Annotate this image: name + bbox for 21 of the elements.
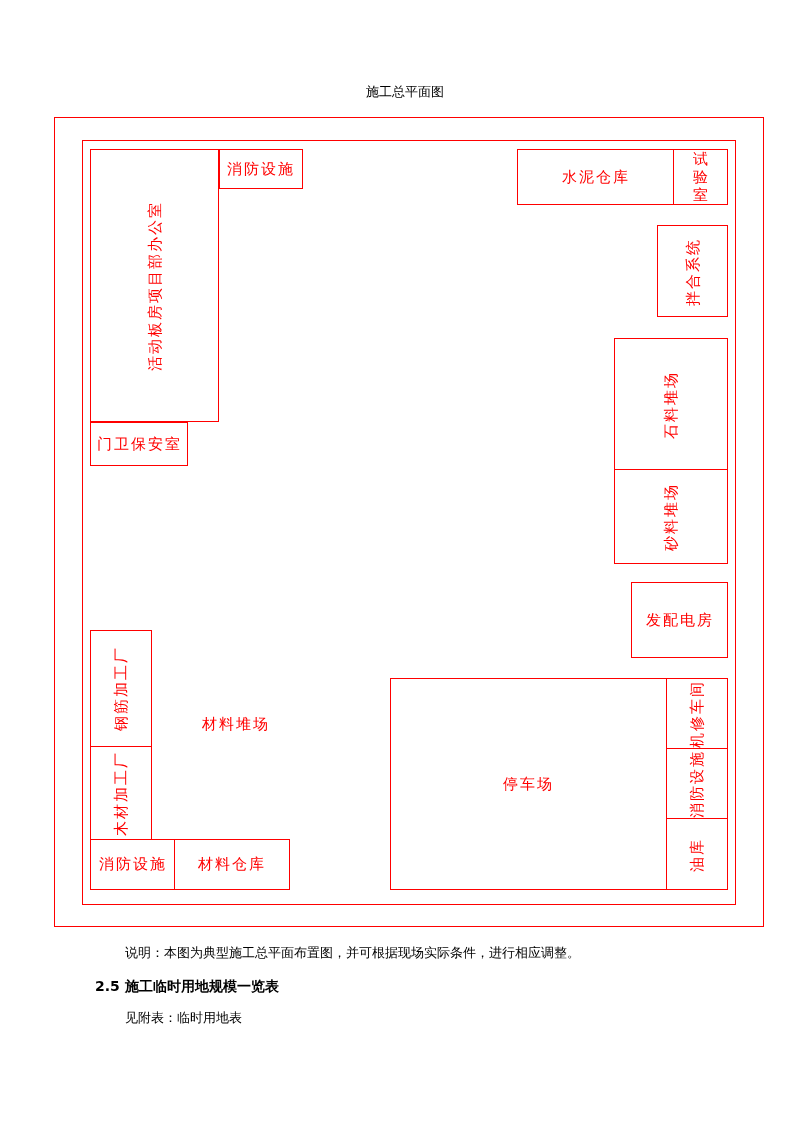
facility-area: 钢筋加工厂 (90, 630, 152, 747)
facility-area: 石料堆场 (614, 338, 728, 470)
facility-area: 水泥仓库 (517, 149, 674, 205)
facility-area: 活动板房项目部办公室 (90, 149, 219, 422)
facility-area: 试验室 (673, 149, 728, 205)
facility-area: 材料仓库 (174, 839, 290, 890)
facility-area: 消防设施 (90, 839, 175, 890)
facility-area: 停车场 (390, 678, 667, 890)
facility-area: 发配电房 (631, 582, 728, 658)
facility-area: 消防设施 (219, 149, 303, 189)
note-text: 见附表：临时用地表 (125, 1009, 242, 1027)
facility-area: 拌合系统 (657, 225, 728, 317)
area-label: 材料堆场 (202, 715, 270, 734)
facility-area: 机修车间 (666, 678, 728, 749)
facility-area: 木材加工厂 (90, 746, 152, 840)
note-text: 说明：本图为典型施工总平面布置图，并可根据现场实际条件，进行相应调整。 (125, 944, 580, 962)
facility-area: 砂料堆场 (614, 469, 728, 564)
diagram-title: 施工总平面图 (366, 83, 444, 101)
facility-area: 门卫保安室 (90, 422, 188, 466)
facility-area: 油库 (666, 818, 728, 890)
section-heading: 2.5 施工临时用地规模一览表 (95, 978, 279, 996)
